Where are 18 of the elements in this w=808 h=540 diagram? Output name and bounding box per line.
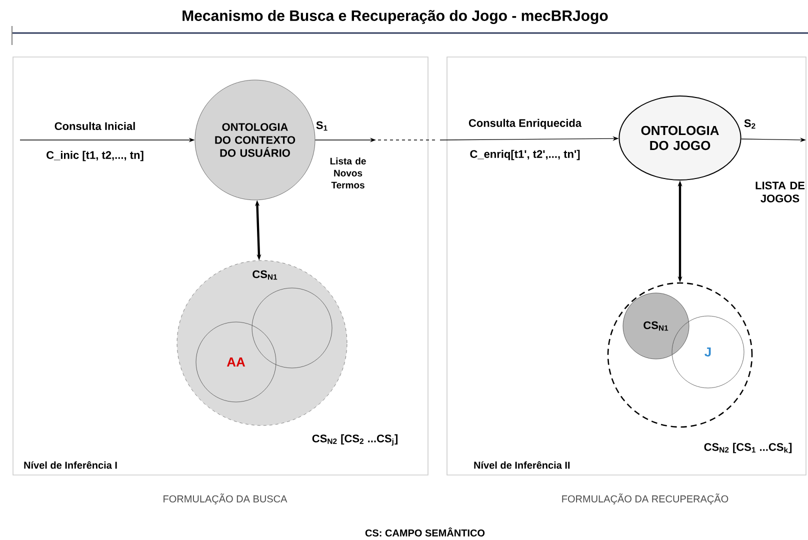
field-label: CS$_{N2}$ [CS$_{2}$ ...CS$_{j}$] [312,434,398,446]
panel-caption: Nível de Inferência I [24,461,117,469]
node-label: FORMULAÇÃO DA RECUPERAÇÃO [562,494,728,504]
field-label: CS$_{N2}$ [CS$_{1}$ ...CS$_{k}$] [704,442,792,454]
edge-label: S$_{2}$ [744,119,756,129]
label: C_inic [t1, t2,..., tn] [46,150,144,162]
edge-label: S$_{1}$ [316,121,328,131]
set-label: CS$_{N1}$ [252,270,278,280]
set-circle [252,288,332,368]
edge-label: Consulta Enriquecida [468,118,582,130]
edge-label: Consulta Inicial [54,122,135,130]
label: LISTA DE JOGOS [756,182,805,202]
node-label: FORMULAÇÃO DA BUSCA [164,494,288,504]
label: Lista de Novos Termos [330,158,366,188]
panel-caption: Nível de Inferência II [474,461,570,469]
label: C_enriq[t1', t2',..., tn'] [470,150,580,160]
label: CS: CAMPO SEMÂNTICO [365,527,485,537]
title: Mecanismo de Busca e Recuperação do Jogo - mecBRJogo [182,10,608,24]
